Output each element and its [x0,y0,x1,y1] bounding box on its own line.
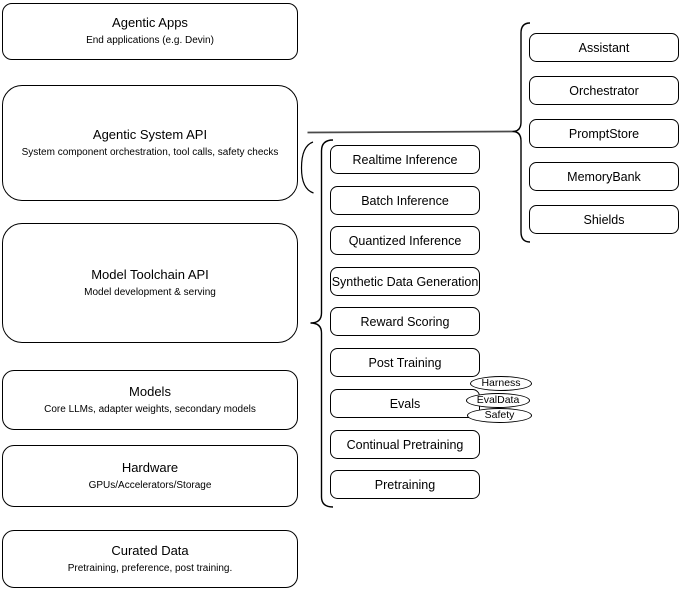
node-post-training: Post Training [330,348,480,377]
node-quantized-inference: Quantized Inference [330,226,480,255]
node-subtitle: Core LLMs, adapter weights, secondary mo… [44,403,256,415]
node-memorybank: MemoryBank [529,162,679,191]
node-label: MemoryBank [567,169,641,184]
node-title: Agentic System API [92,126,208,142]
tag-label: Harness [481,377,521,390]
api-to-system-group-line [307,130,513,134]
node-evals: Evals [330,389,480,418]
node-label: Pretraining [374,477,436,492]
node-hardware: Hardware GPUs/Accelerators/Storage [2,445,298,507]
node-title: Hardware [121,459,179,475]
node-promptstore: PromptStore [529,119,679,148]
node-label: Post Training [368,355,442,370]
node-pretraining: Pretraining [330,470,480,499]
node-label: Assistant [578,40,630,55]
node-realtime-inference: Realtime Inference [330,145,480,174]
node-assistant: Assistant [529,33,679,62]
node-title: Curated Data [111,542,189,558]
node-synthetic-data-generation: Synthetic Data Generation [330,267,480,296]
node-agentic-system-api: Agentic System API System component orch… [2,85,298,201]
node-agentic-apps: Agentic Apps End applications (e.g. Devi… [2,3,298,60]
system-group-brace [512,22,531,243]
node-label: Batch Inference [361,193,449,208]
node-label: Evals [389,396,421,411]
node-label: Orchestrator [569,83,639,98]
node-title: Models [129,383,171,399]
node-subtitle: GPUs/Accelerators/Storage [88,479,212,491]
node-reward-scoring: Reward Scoring [330,307,480,336]
node-title: Agentic Apps [112,15,188,31]
node-continual-pretraining: Continual Pretraining [330,430,480,459]
tag-label: Safety [484,409,515,422]
node-label: Shields [583,212,625,227]
node-label: Realtime Inference [352,152,458,167]
node-curated-data: Curated Data Pretraining, preference, po… [2,530,298,588]
node-subtitle: Pretraining, preference, post training. [67,562,233,574]
node-models: Models Core LLMs, adapter weights, secon… [2,370,298,430]
node-label: PromptStore [568,126,640,141]
tag-evaldata: EvalData [466,393,530,408]
node-subtitle: End applications (e.g. Devin) [86,35,214,47]
node-label: Synthetic Data Generation [331,274,479,289]
node-model-toolchain-api: Model Toolchain API Model development & … [2,223,298,343]
tag-label: EvalData [476,394,520,407]
node-subtitle: Model development & serving [84,286,216,298]
node-orchestrator: Orchestrator [529,76,679,105]
node-batch-inference: Batch Inference [330,186,480,215]
tag-harness: Harness [470,376,532,391]
sketch-stroke [300,141,314,194]
node-subtitle: System component orchestration, tool cal… [21,146,279,158]
node-label: Reward Scoring [360,314,450,329]
node-shields: Shields [529,205,679,234]
tag-safety: Safety [467,408,532,423]
node-label: Quantized Inference [348,233,462,248]
node-label: Continual Pretraining [346,437,464,452]
node-title: Model Toolchain API [91,266,209,282]
